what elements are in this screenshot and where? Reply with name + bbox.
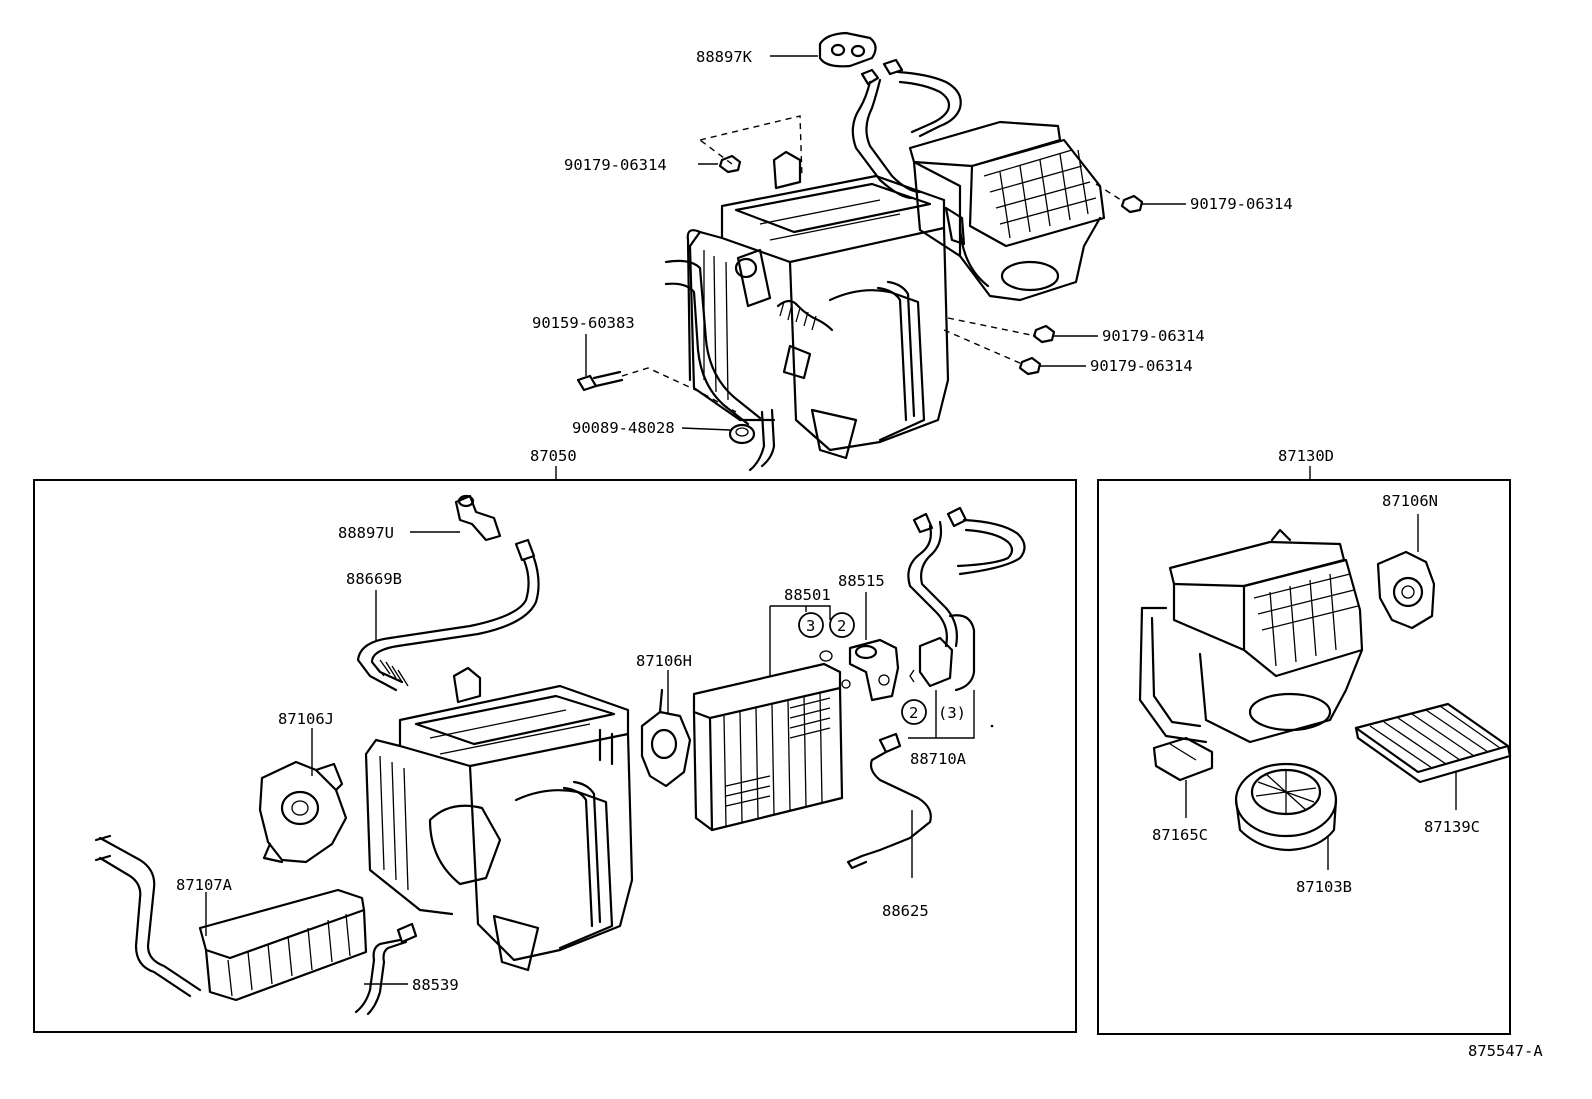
label-90159-60383: 90159-60383	[532, 314, 635, 332]
evaporator-icon	[692, 662, 844, 832]
label-87107A: 87107A	[176, 876, 233, 894]
complete-hvac-assembly-icon	[576, 31, 1144, 472]
callout-2b: 2	[909, 704, 918, 722]
callout-circle	[829, 612, 855, 638]
callout-3-paren: (3)	[938, 704, 966, 722]
label-88515: 88515	[838, 572, 885, 590]
pipe-icon	[354, 922, 418, 1016]
blower-unit-icon	[908, 120, 1106, 302]
stray-dot	[990, 724, 994, 728]
label-90179-06314-d: 90179-06314	[1090, 357, 1193, 375]
o-ring-icon	[841, 679, 851, 689]
label-90089-48028: 90089-48028	[572, 419, 675, 437]
label-87165C: 87165C	[1152, 826, 1208, 844]
label-87139C: 87139C	[1424, 818, 1480, 836]
heater-unit-icon	[364, 666, 634, 972]
label-87106H: 87106H	[636, 652, 692, 670]
grommet-icon	[818, 31, 877, 68]
group-87130D-frame	[1097, 479, 1511, 1035]
sensor-icon	[846, 732, 932, 870]
pipe-icon	[907, 506, 1026, 692]
servo-motor-icon	[258, 760, 348, 864]
label-87106N: 87106N	[1382, 492, 1438, 510]
heater-core-icon	[94, 834, 368, 1002]
resistor-icon	[1152, 736, 1214, 782]
grommet-icon	[728, 423, 756, 445]
grommet-icon	[454, 494, 502, 542]
o-ring-icon	[819, 650, 833, 662]
expansion-valve-icon	[848, 638, 900, 702]
nut-icon	[718, 154, 1144, 376]
label-87103B: 87103B	[1296, 878, 1352, 896]
callout-circle	[798, 612, 824, 638]
label-88897K: 88897K	[696, 48, 753, 66]
callout-3: 3	[806, 617, 815, 635]
label-90179-06314-c: 90179-06314	[1102, 327, 1205, 345]
drawing-number: 875547-A	[1468, 1042, 1543, 1060]
pipe-icon	[356, 538, 540, 692]
label-88501: 88501	[784, 586, 831, 604]
servo-motor-icon	[640, 688, 692, 788]
label-90179-06314-a: 90179-06314	[564, 156, 667, 174]
callout-circle	[901, 699, 927, 725]
label-88710A: 88710A	[910, 750, 967, 768]
blower-motor-icon	[1234, 762, 1338, 852]
heater-unit-icon	[664, 150, 950, 472]
label-90179-06314-b: 90179-06314	[1190, 195, 1293, 213]
label-88897U: 88897U	[338, 524, 394, 542]
group-label-87050: 87050	[530, 447, 577, 465]
blower-unit-icon	[1138, 528, 1364, 744]
label-88669B: 88669B	[346, 570, 402, 588]
label-88625: 88625	[882, 902, 929, 920]
callout-2a: 2	[837, 617, 846, 635]
servo-motor-icon	[1376, 550, 1436, 630]
group-label-87130D: 87130D	[1278, 447, 1334, 465]
label-88539: 88539	[412, 976, 459, 994]
bolt-icon	[576, 370, 624, 392]
filter-icon	[1354, 702, 1512, 784]
label-87106J: 87106J	[278, 710, 334, 728]
group-87050-frame	[33, 479, 1077, 1033]
